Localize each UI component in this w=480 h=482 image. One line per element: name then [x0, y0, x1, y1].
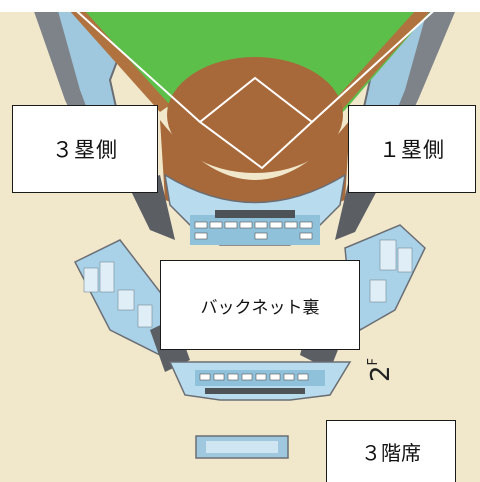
- first-base-side-label: １塁側: [348, 105, 476, 193]
- infield-dirt: [167, 57, 343, 173]
- second-floor-seat-rows: [199, 373, 309, 381]
- photo-top-border: [0, 0, 480, 12]
- dugout-roof: [215, 210, 295, 218]
- home-plate-area: [160, 120, 350, 218]
- third-floor-seats: [206, 441, 278, 453]
- floor-indicator: 2F: [366, 338, 406, 382]
- third-base-side-label: ３塁側: [12, 105, 158, 193]
- base-diamond: [198, 76, 314, 170]
- backnet-label: バックネット裏: [160, 260, 360, 350]
- third-floor-seats-text: ３階席: [361, 441, 421, 465]
- left-wing-rooms: [83, 261, 153, 328]
- first-base-foul-line: [311, 4, 441, 123]
- floor-suffix: F: [366, 357, 381, 366]
- third-base-foul-line: [69, 4, 201, 123]
- left-foul-territory: [60, 0, 170, 112]
- first-base-side-text: １塁側: [379, 138, 445, 162]
- lower-seat-rows: [194, 221, 313, 240]
- third-floor-seats-label: ３階席: [326, 420, 456, 482]
- second-floor-walkway: [205, 388, 305, 394]
- third-base-side-text: ３塁側: [52, 138, 118, 162]
- right-wing-rooms: [369, 239, 413, 303]
- floor-number: 2: [366, 365, 396, 382]
- backnet-lower-block: [190, 215, 320, 245]
- backnet-text: バックネット裏: [200, 297, 320, 318]
